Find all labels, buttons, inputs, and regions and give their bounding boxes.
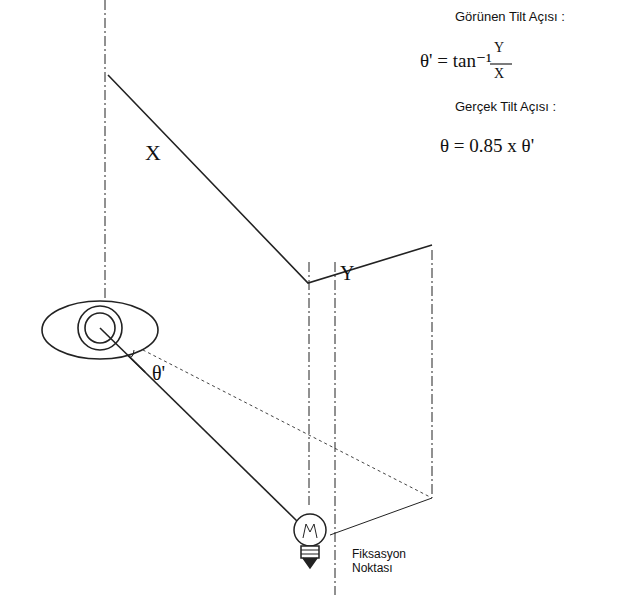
projection-line xyxy=(330,498,432,535)
plane-vertical xyxy=(432,250,433,498)
light-bulb xyxy=(294,514,326,568)
formula-text: θ = 0.85 x θ' xyxy=(440,135,534,157)
formula-heading: Gerçek Tilt Açısı : xyxy=(455,100,556,115)
segment-label: Y xyxy=(340,262,354,285)
segment-label: X xyxy=(145,140,161,165)
formula-text: θ' = tan⁻¹ xyxy=(420,50,492,72)
angle-arc xyxy=(128,350,134,357)
fixation-vertical xyxy=(335,262,336,595)
tilted-plane-line xyxy=(108,75,432,283)
fixation-label: Fiksasyon Noktası xyxy=(352,548,422,576)
eye-vertical xyxy=(105,0,106,300)
fraction-bar xyxy=(490,63,512,64)
line-of-sight xyxy=(100,328,298,522)
fraction-numerator: Y xyxy=(494,40,504,56)
angle-label: θ' xyxy=(152,362,165,385)
fixation-vertical xyxy=(309,262,310,505)
eye-outline xyxy=(42,301,158,359)
fraction-denominator: X xyxy=(494,66,504,82)
line-of-sight xyxy=(100,328,145,372)
formula-heading: Görünen Tilt Açısı : xyxy=(455,10,565,25)
projection-line xyxy=(100,328,432,498)
